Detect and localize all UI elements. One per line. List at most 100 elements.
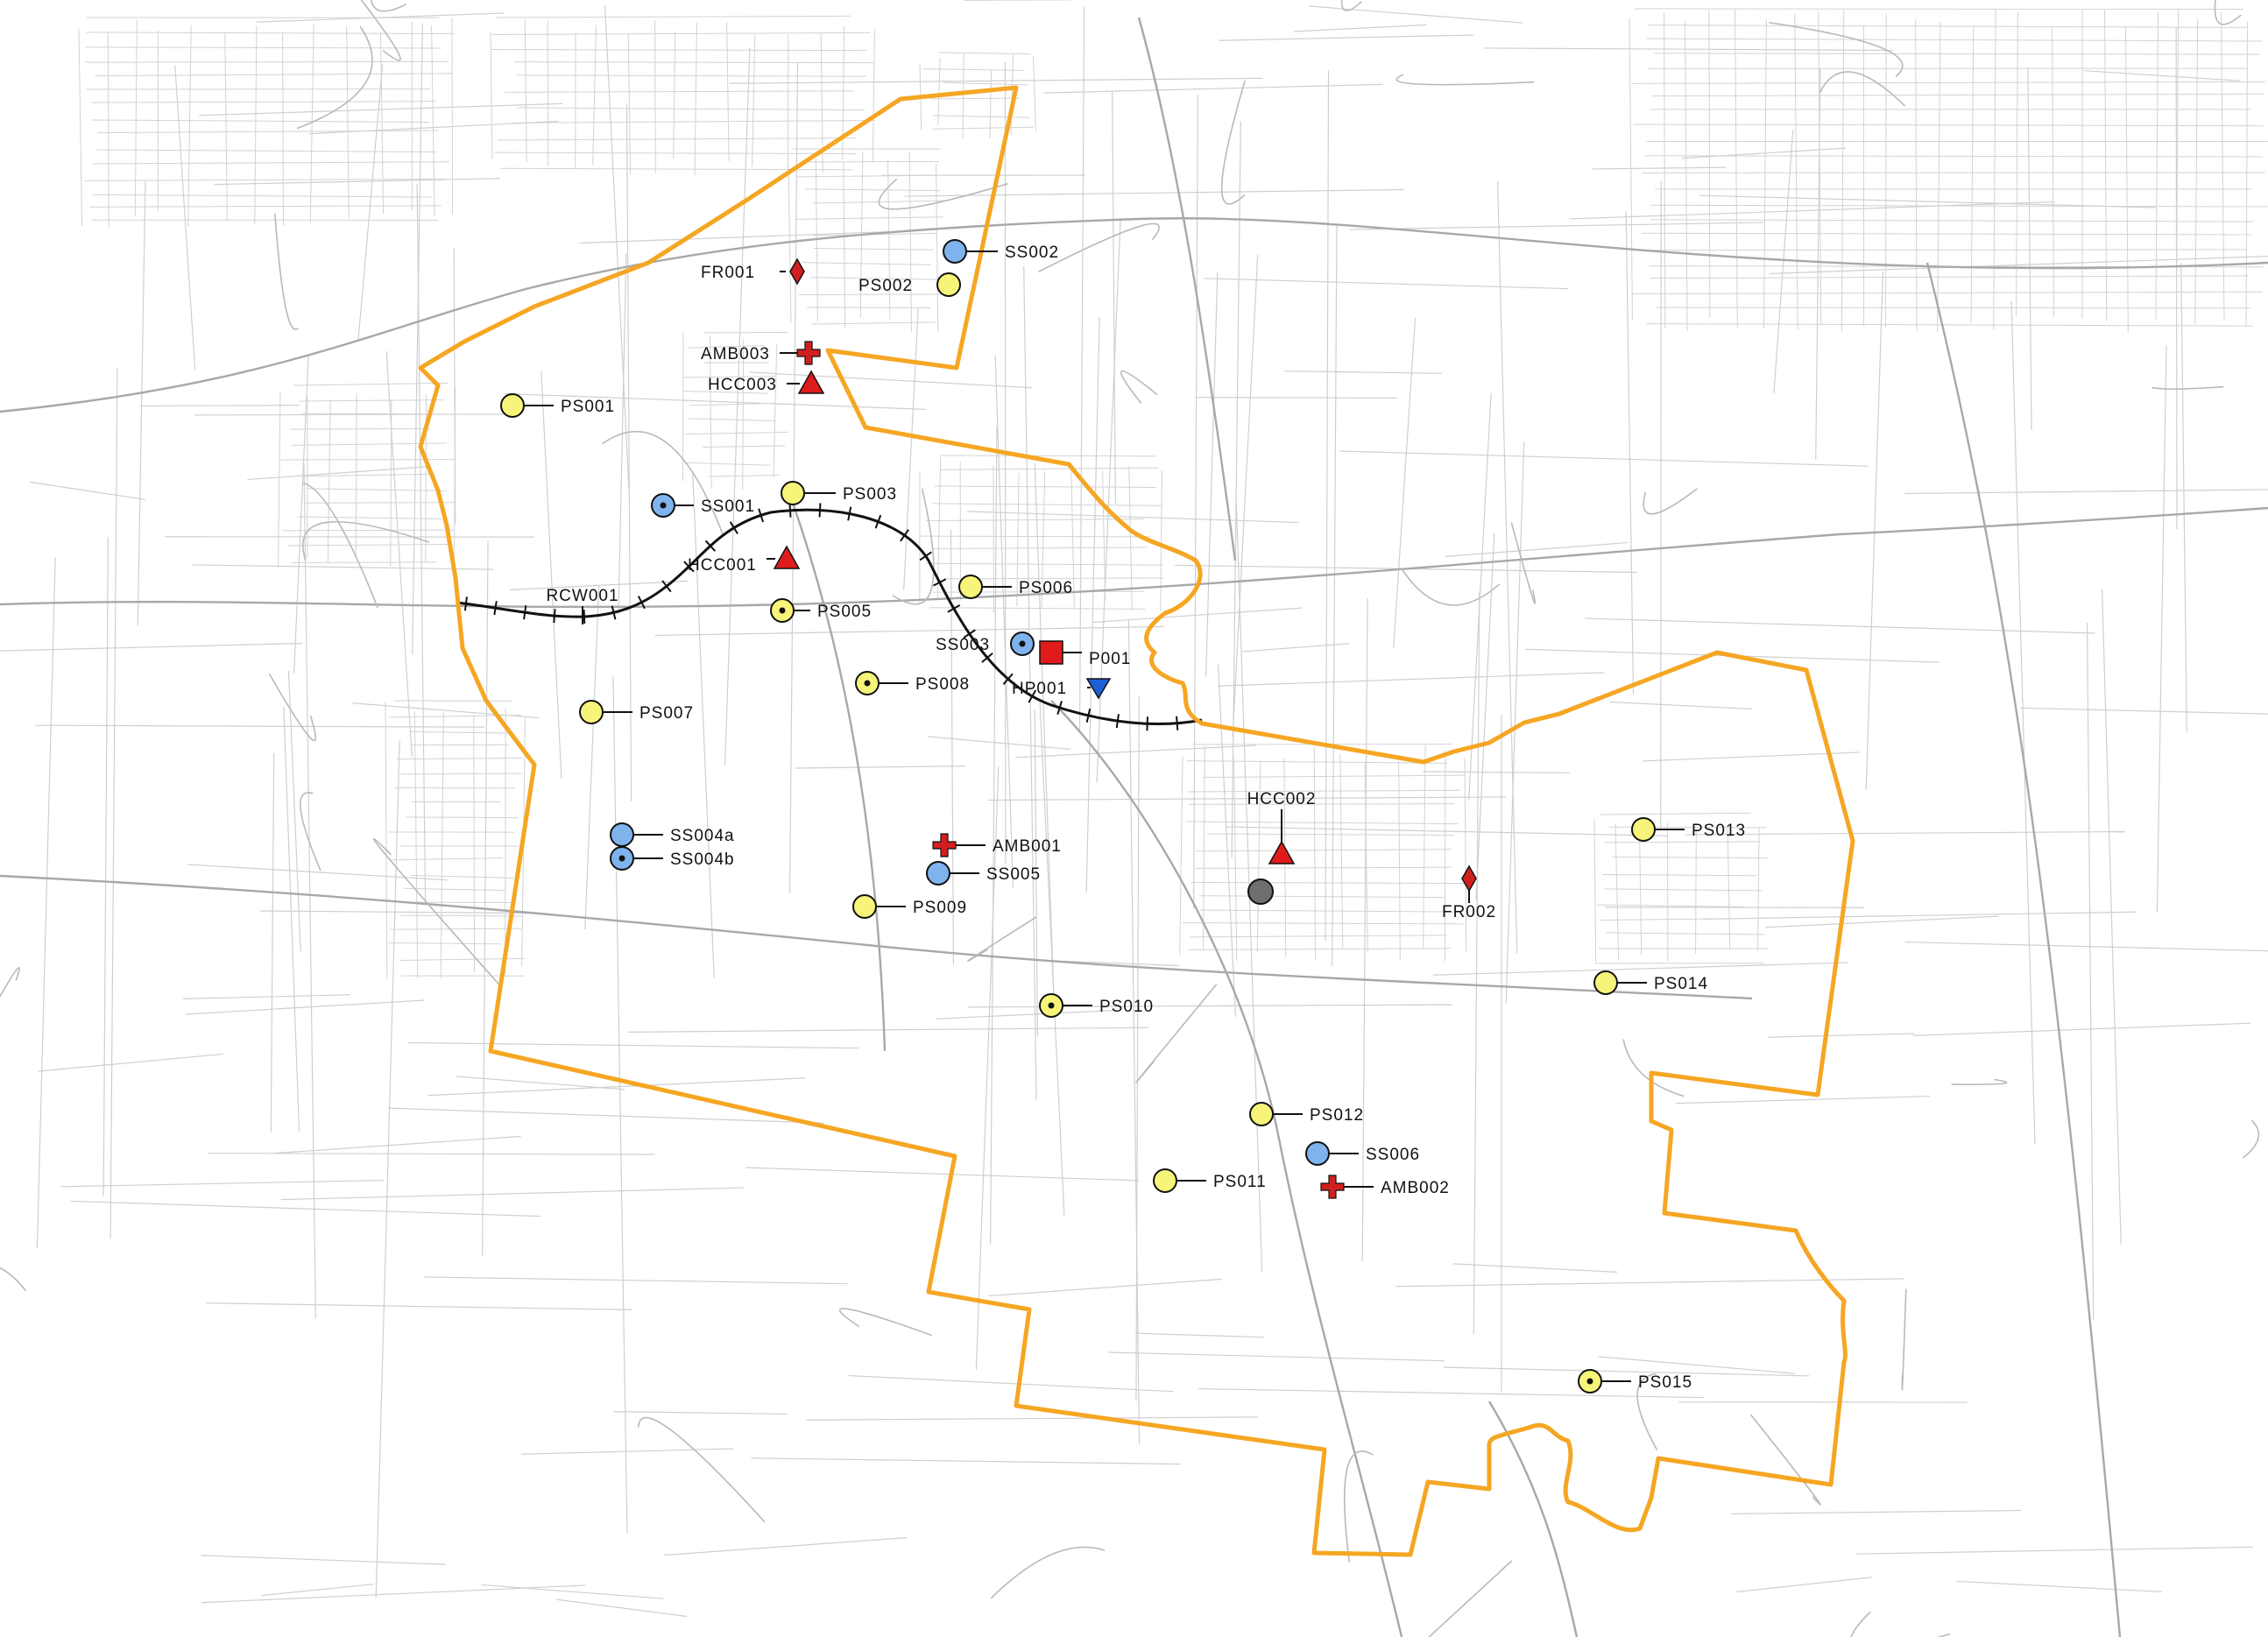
blue-circle-icon: [1305, 1141, 1330, 1166]
yellow-circle-dot-icon: [1039, 993, 1063, 1018]
feature-label-ss006: SS006: [1366, 1146, 1420, 1164]
feature-label-ss003: SS003: [936, 636, 990, 654]
feature-label-ss002: SS002: [1005, 243, 1059, 262]
feature-label-ss004b: SS004b: [670, 850, 735, 869]
map-feature-ps006[interactable]: PS006: [958, 575, 1073, 599]
yellow-circle-dot-icon: [855, 671, 880, 695]
feature-label-ps008: PS008: [915, 675, 970, 694]
map-feature-fr001[interactable]: FR001: [701, 258, 805, 286]
map-feature-ss002[interactable]: SS002: [943, 239, 1059, 264]
map-feature-p001[interactable]: P001: [1039, 640, 1131, 668]
feature-label-ps012: PS012: [1310, 1106, 1364, 1125]
yellow-circle-dot-icon: [1578, 1369, 1602, 1394]
yellow-circle-dot-icon: [770, 598, 795, 623]
map-feature-ps011[interactable]: PS011: [1153, 1168, 1267, 1193]
map-feature-ss001[interactable]: SS001: [651, 493, 755, 518]
map-feature-ps015[interactable]: PS015: [1578, 1369, 1692, 1394]
feature-label-ps003: PS003: [843, 485, 897, 504]
map-feature-ps008[interactable]: PS008: [855, 671, 970, 695]
yellow-circle-icon: [1153, 1168, 1177, 1193]
blue-circle-dot-icon: [610, 846, 634, 871]
feature-label-fr001: FR001: [701, 264, 755, 282]
feature-label-p001: P001: [1089, 650, 1131, 668]
map-feature-hcc003[interactable]: HCC003: [708, 370, 825, 394]
map-feature-ss004a[interactable]: SS004a: [610, 822, 735, 847]
yellow-circle-icon: [1631, 817, 1656, 842]
feature-label-amb003: AMB003: [701, 345, 770, 363]
feature-label-fr002: FR002: [1442, 903, 1496, 921]
yellow-circle-icon: [936, 272, 961, 297]
map-feature-amb003[interactable]: AMB003: [701, 341, 821, 365]
feature-label-hcc001: HCC001: [688, 556, 757, 575]
feature-label-ss004a: SS004a: [670, 827, 735, 845]
feature-label-rcw001: RCW001: [546, 587, 618, 605]
feature-label-ss001: SS001: [701, 497, 755, 516]
blue-triangle-down-icon: [1085, 678, 1112, 700]
feature-label-ps009: PS009: [913, 899, 967, 917]
feature-label-amb001: AMB001: [993, 837, 1062, 856]
yellow-circle-icon: [500, 393, 525, 418]
yellow-circle-icon: [958, 575, 983, 599]
feature-label-ps014: PS014: [1654, 975, 1708, 993]
blue-circle-icon: [943, 239, 967, 264]
blue-circle-icon: [610, 822, 634, 847]
feature-label-ss005: SS005: [986, 865, 1041, 884]
map-feature-hcc001[interactable]: HCC001: [688, 545, 801, 575]
feature-label-ps007: PS007: [639, 704, 694, 723]
feature-label-ps015: PS015: [1638, 1373, 1692, 1392]
yellow-circle-icon: [852, 894, 877, 919]
map-feature-ps013[interactable]: PS013: [1631, 817, 1746, 842]
map-feature-ss006[interactable]: SS006: [1305, 1141, 1420, 1166]
map-feature-amb002[interactable]: AMB002: [1320, 1175, 1450, 1199]
rail-corridor-line: [456, 503, 1203, 731]
red-diamond-icon: [1461, 864, 1477, 893]
map-feature-ps012[interactable]: PS012: [1249, 1102, 1364, 1126]
red-square-icon: [1039, 640, 1063, 665]
blue-circle-icon: [926, 861, 950, 886]
map-feature-ss004b[interactable]: SS004b: [610, 846, 735, 871]
map-feature-ps001[interactable]: PS001: [500, 393, 615, 418]
red-cross-icon: [932, 833, 957, 857]
map-feature-ps010[interactable]: PS010: [1039, 993, 1154, 1018]
map-feature-hcc002[interactable]: HCC002: [1247, 790, 1317, 864]
yellow-circle-icon: [1593, 970, 1618, 995]
yellow-circle-icon: [579, 700, 604, 724]
feature-label-ps005: PS005: [817, 603, 872, 621]
map-feature-ps007[interactable]: PS007: [579, 700, 694, 724]
feature-label-hcc003: HCC003: [708, 376, 777, 394]
map-feature-ss005[interactable]: SS005: [926, 861, 1041, 886]
map-feature-ps003[interactable]: PS003: [781, 481, 897, 505]
feature-label-ps010: PS010: [1099, 998, 1154, 1016]
blue-circle-dot-icon: [651, 493, 675, 518]
blue-circle-dot-icon: [1010, 632, 1035, 656]
feature-label-ps011: PS011: [1213, 1173, 1267, 1191]
study-area-boundary: [418, 85, 1855, 1557]
feature-label-ps002: PS002: [858, 277, 913, 295]
feature-label-ps006: PS006: [1019, 579, 1073, 597]
yellow-circle-icon: [781, 481, 805, 505]
feature-label-ps013: PS013: [1692, 822, 1746, 840]
map-feature-fr002[interactable]: FR002: [1442, 864, 1496, 921]
feature-label-ps001: PS001: [561, 398, 615, 416]
map-feature-ps014[interactable]: PS014: [1593, 970, 1708, 995]
red-cross-icon: [1320, 1175, 1345, 1199]
map-feature-rcw001[interactable]: RCW001: [546, 587, 618, 624]
red-diamond-icon: [789, 258, 805, 286]
red-cross-icon: [796, 341, 821, 365]
red-triangle-icon: [1268, 840, 1296, 864]
grey-circle-icon: [1247, 878, 1274, 905]
yellow-circle-icon: [1249, 1102, 1274, 1126]
red-triangle-icon: [797, 370, 825, 394]
feature-label-hcc002: HCC002: [1247, 790, 1317, 808]
map-feature-ps002[interactable]: PS002: [858, 272, 961, 297]
feature-label-hp001: HP001: [1012, 680, 1067, 698]
red-triangle-icon: [773, 545, 801, 569]
map-feature-ps009[interactable]: PS009: [852, 894, 967, 919]
map-feature-ps005[interactable]: PS005: [770, 598, 872, 623]
feature-label-amb002: AMB002: [1381, 1179, 1450, 1197]
map-feature-ss003[interactable]: SS003: [936, 632, 1035, 656]
map-feature-amb001[interactable]: AMB001: [932, 833, 1062, 857]
map-feature-hp001[interactable]: HP001: [1012, 678, 1112, 700]
